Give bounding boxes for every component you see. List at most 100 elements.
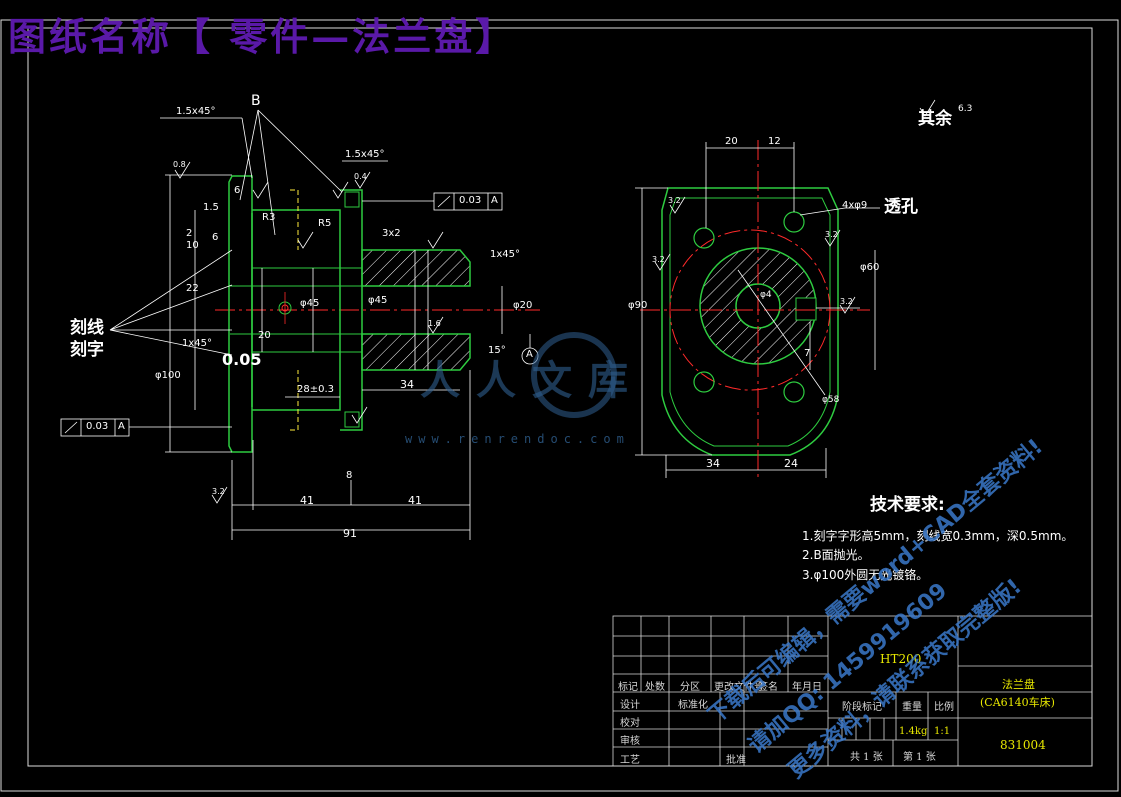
engrave-char-label: 刻字 bbox=[70, 340, 104, 360]
other-roughness-value: 6.3 bbox=[958, 104, 973, 114]
dim-chamfer-2: 1.5x45° bbox=[345, 149, 385, 160]
rdim-dia90: φ90 bbox=[628, 300, 648, 311]
tol-value-2: 0.03 bbox=[86, 421, 109, 432]
rdim-dia4: φ4 bbox=[760, 290, 772, 300]
dim-dia100: φ100 bbox=[155, 370, 181, 381]
tb-part-name: 法兰盘 bbox=[1002, 678, 1035, 691]
tb-left-1: 校对 bbox=[620, 718, 640, 729]
tol-frame-2 bbox=[60, 418, 130, 437]
tol-datum-2: A bbox=[118, 421, 125, 432]
tb-part-sub: (CA6140车床) bbox=[980, 696, 1055, 709]
tb-sheet-no: 第 1 张 bbox=[903, 752, 936, 763]
tb-weight: 重量 bbox=[902, 702, 922, 713]
dim-dia20: φ20 bbox=[513, 300, 533, 311]
end-view-outline bbox=[661, 187, 839, 456]
tb-weight-val: 1.4kg bbox=[899, 726, 928, 737]
watermark-logo-ring bbox=[531, 332, 617, 418]
tb-row-5: 年月日 bbox=[792, 682, 822, 693]
watermark-logo-text: 人人文库 bbox=[420, 358, 644, 404]
dim-34: 34 bbox=[400, 378, 414, 391]
tb-row-4: 签名 bbox=[758, 682, 778, 693]
dim-0-05: 0.05 bbox=[222, 350, 262, 369]
dim-chamfer-3: 1x45° bbox=[490, 249, 521, 260]
hatch-upper bbox=[361, 249, 471, 287]
hub-outline bbox=[252, 209, 341, 411]
tb-left-2: 审核 bbox=[620, 736, 640, 747]
tol-value-1: 0.03 bbox=[459, 195, 482, 206]
rdim-12: 12 bbox=[768, 136, 781, 147]
tech-item-3: 3.φ100外圆无光镀铬。 bbox=[802, 568, 929, 582]
dim-28: 28±0.3 bbox=[297, 384, 335, 395]
tb-row-2: 分区 bbox=[680, 682, 700, 693]
dim-B: B bbox=[251, 93, 261, 109]
dim-chamfer-1: 1.5x45° bbox=[176, 106, 216, 117]
through-hole-label: 透孔 bbox=[884, 197, 918, 217]
section-view bbox=[60, 109, 540, 540]
rdim-r32c: 3.2 bbox=[652, 255, 665, 264]
rdim-dia58: φ58 bbox=[822, 395, 840, 405]
dim-41a: 41 bbox=[300, 494, 314, 507]
dim-1-5: 1.5 bbox=[203, 202, 219, 213]
rdim-r32a: 3.2 bbox=[668, 196, 681, 205]
tech-heading: 技术要求: bbox=[870, 495, 945, 515]
roughness-3-2: 3.2 bbox=[212, 487, 225, 496]
dim-r3: R3 bbox=[262, 212, 276, 223]
tb-approve: 批准 bbox=[726, 755, 746, 766]
tb-row-1: 处数 bbox=[645, 682, 665, 693]
dim-6b: 6 bbox=[212, 232, 219, 243]
bolt-hole-4 bbox=[783, 381, 805, 403]
dim-3x2: 3x2 bbox=[382, 228, 401, 239]
tech-item-1: 1.刻字字形高5mm，刻线宽0.3mm，深0.5mm。 bbox=[802, 529, 1074, 543]
dim-10: 10 bbox=[186, 240, 199, 251]
hatch-lower bbox=[361, 333, 471, 371]
dim-91: 91 bbox=[343, 527, 357, 540]
tb-scale-val: 1:1 bbox=[934, 726, 951, 737]
dim-41b: 41 bbox=[408, 494, 422, 507]
drawing-title: 图纸名称【 零件—法兰盘】 bbox=[8, 14, 517, 59]
rdim-7: 7 bbox=[804, 348, 811, 359]
bolt-hole-3 bbox=[693, 371, 715, 393]
tol-frame-1 bbox=[433, 192, 503, 211]
dim-22: 22 bbox=[186, 283, 199, 294]
dim-dia45: φ45 bbox=[300, 298, 320, 309]
tb-scale: 比例 bbox=[934, 702, 954, 713]
tb-left-0: 设计 bbox=[620, 700, 640, 711]
dim-dia45b: φ45 bbox=[368, 295, 388, 306]
watermark-url: www.renrendoc.com bbox=[405, 432, 630, 446]
tb-row-3: 更改文件号 bbox=[714, 682, 764, 693]
dim-2: 2 bbox=[186, 228, 193, 239]
rdim-24: 24 bbox=[784, 457, 798, 470]
rdim-r32d: 3.2 bbox=[840, 297, 853, 306]
flange-outline bbox=[228, 175, 253, 453]
roughness-1-6: 1.6 bbox=[428, 319, 441, 328]
dim-chamfer-4: 1x45° bbox=[182, 338, 213, 349]
dim-r5: R5 bbox=[318, 218, 332, 229]
other-roughness: 其余 bbox=[918, 109, 952, 129]
tb-stage: 阶段标记 bbox=[842, 702, 882, 713]
dim-20: 20 bbox=[258, 330, 271, 341]
end-view bbox=[635, 99, 936, 480]
roughness-0-4: 0.4 bbox=[354, 172, 367, 181]
tb-row-0: 标记 bbox=[618, 682, 638, 693]
tb-left-3: 工艺 bbox=[620, 755, 640, 766]
outer-frame bbox=[0, 19, 1119, 792]
tech-item-2: 2.B面抛光。 bbox=[802, 548, 870, 562]
tol-datum-1: A bbox=[491, 195, 498, 206]
rdim-holes: 4xφ9 bbox=[842, 200, 868, 211]
rdim-dia60: φ60 bbox=[860, 262, 880, 273]
title-block bbox=[612, 615, 1093, 767]
datum-a: A bbox=[526, 349, 533, 360]
dim-6: 6 bbox=[234, 185, 241, 196]
rdim-34: 34 bbox=[706, 457, 720, 470]
inner-frame bbox=[27, 27, 1093, 767]
dim-15deg: 15° bbox=[488, 345, 506, 356]
bolt-hole-1 bbox=[693, 227, 715, 249]
tb-sheets: 共 1 张 bbox=[850, 752, 883, 763]
roughness-0-8: 0.8 bbox=[173, 160, 186, 169]
rdim-r32b: 3.2 bbox=[825, 230, 838, 239]
tb-drawing-no: 831004 bbox=[1000, 738, 1046, 752]
rdim-20: 20 bbox=[725, 136, 738, 147]
tb-material: HT200 bbox=[880, 652, 922, 666]
